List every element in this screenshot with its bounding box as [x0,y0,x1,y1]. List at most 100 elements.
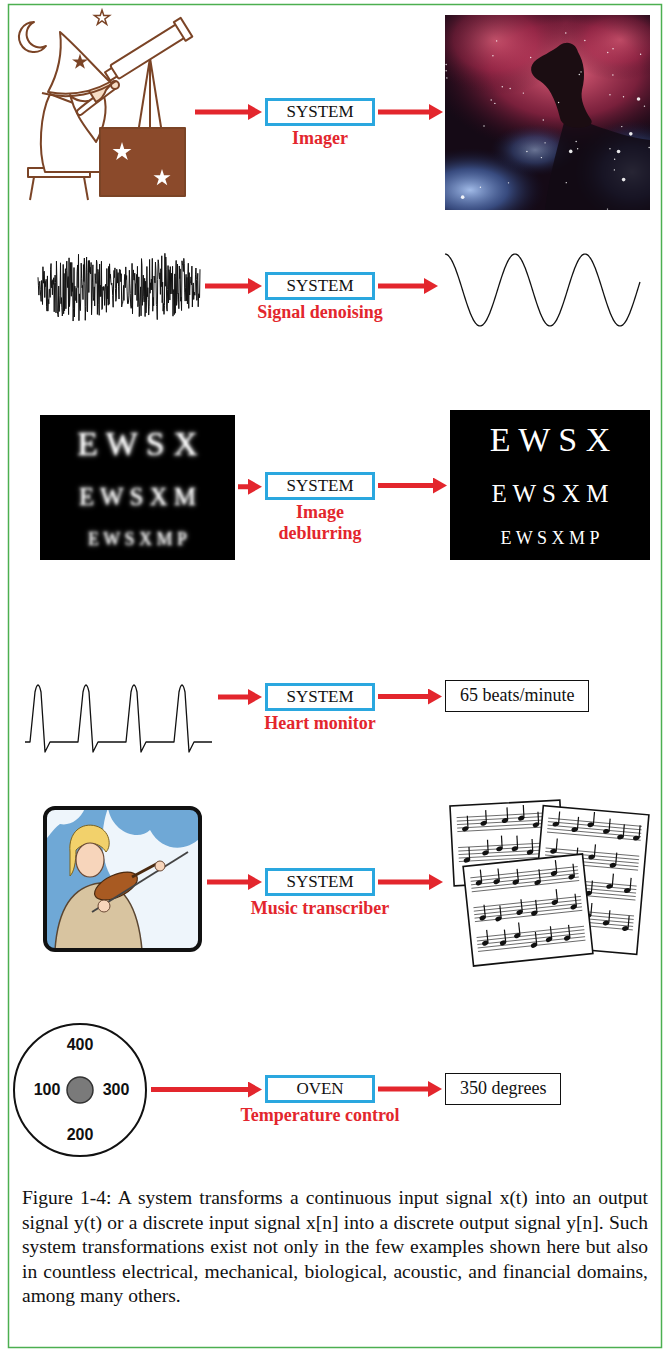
star-dot [607,208,608,209]
star-dot [617,150,621,154]
star-dot [612,74,613,75]
system-caption: Music transcriber [251,898,389,919]
noisy-signal [38,253,200,321]
star-dot [575,141,576,142]
star-dot [494,103,495,104]
star-dot [483,125,484,126]
star-dot [445,70,446,71]
star-dot [580,71,581,72]
output-box: 350 degrees [445,1073,561,1105]
signal-arrow [378,1087,432,1092]
star-dot [648,147,649,148]
star-dot [579,74,580,75]
signal-arrow [378,483,437,488]
star-dot [609,94,610,95]
star-dot [569,150,573,154]
star-dot [508,182,509,183]
dial-number: 300 [103,1081,130,1099]
output-box: 65 beats/minute [445,680,589,712]
system-box: SYSTEMMusic transcriber [265,868,375,896]
sheet-music [450,800,649,966]
system-name: SYSTEM [286,102,353,122]
star-dot [621,126,622,127]
star-dot [492,55,493,56]
star-dot [622,178,626,182]
system-box: SYSTEMHeart monitor [265,683,375,711]
star-dot [623,96,624,97]
music-page [463,854,593,966]
star-dot [446,77,447,78]
dial-number: 400 [67,1036,94,1054]
chart-letters: E W S X M P [501,529,600,549]
star-dot [637,97,641,101]
nebula-image [445,15,650,210]
star-dot [445,64,446,65]
star-dot [541,157,542,158]
system-name: OVEN [296,1079,343,1099]
star-dot [565,32,566,33]
violinist-picture [45,808,200,950]
ecg-signal [25,685,212,752]
chart-letters: E W S X [77,425,198,462]
star-dot [644,105,645,106]
output-value: 350 degrees [460,1074,546,1103]
star-dot [607,52,608,53]
star-dot [614,158,615,159]
system-name: SYSTEM [286,872,353,892]
star-dot [523,92,524,93]
star-dot [543,119,544,120]
star-dot [609,148,610,149]
signal-arrow [151,1087,252,1092]
system-name: SYSTEM [286,276,353,296]
chart-letters: E W S X [490,421,611,458]
chart-letters: E W S X M [491,480,608,508]
temperature-dial: 400 100 300 200 [12,1022,148,1158]
astronomer-illustration [19,18,192,200]
system-name: SYSTEM [286,476,353,496]
system-box: OVENTemperature control [265,1075,375,1103]
system-box: SYSTEMImage deblurring [265,472,375,500]
star-dot [566,182,567,183]
star-dot [544,142,545,143]
system-caption: Heart monitor [264,713,375,734]
star-dot [612,48,613,49]
letter-chart-image: E W S X E W S X M E W S X M P [40,415,235,560]
system-caption: Imager [292,128,348,149]
star-dot [577,148,578,149]
star-dot [480,187,481,188]
star-dot [461,195,465,199]
star-dot [614,169,615,170]
star-dot [490,99,491,100]
signal-arrow [378,694,432,699]
star-dot [629,132,633,136]
figure-caption: Figure 1-4: A system transforms a contin… [22,1186,648,1309]
system-box: SYSTEMImager [265,98,375,126]
star-dot [584,40,585,41]
sine-wave [445,254,640,326]
dial-number: 200 [67,1126,94,1144]
system-name: SYSTEM [286,687,353,707]
star-dot [558,102,559,103]
output-value: 65 beats/minute [460,681,574,710]
star-dot [496,40,497,41]
system-caption: Signal denoising [257,302,383,323]
figure-frame [9,5,662,1348]
star-symbols [74,10,170,185]
system-caption: Temperature control [240,1105,399,1126]
star-symbol [153,169,170,185]
dial-number: 100 [34,1081,61,1099]
star-symbol [94,10,109,24]
chart-letters: E W S X M P [88,530,187,550]
star-symbol [113,142,132,160]
star-dot [530,57,531,58]
star-symbol [74,56,85,67]
system-box: SYSTEMSignal denoising [265,272,375,300]
system-caption: Image deblurring [260,502,380,544]
star-dot [640,54,641,55]
chart-letters: E W S X M [79,483,196,511]
star-dot [509,88,510,89]
star-dot [502,86,503,87]
letter-chart-image: E W S X E W S X M E W S X M P [450,410,650,560]
